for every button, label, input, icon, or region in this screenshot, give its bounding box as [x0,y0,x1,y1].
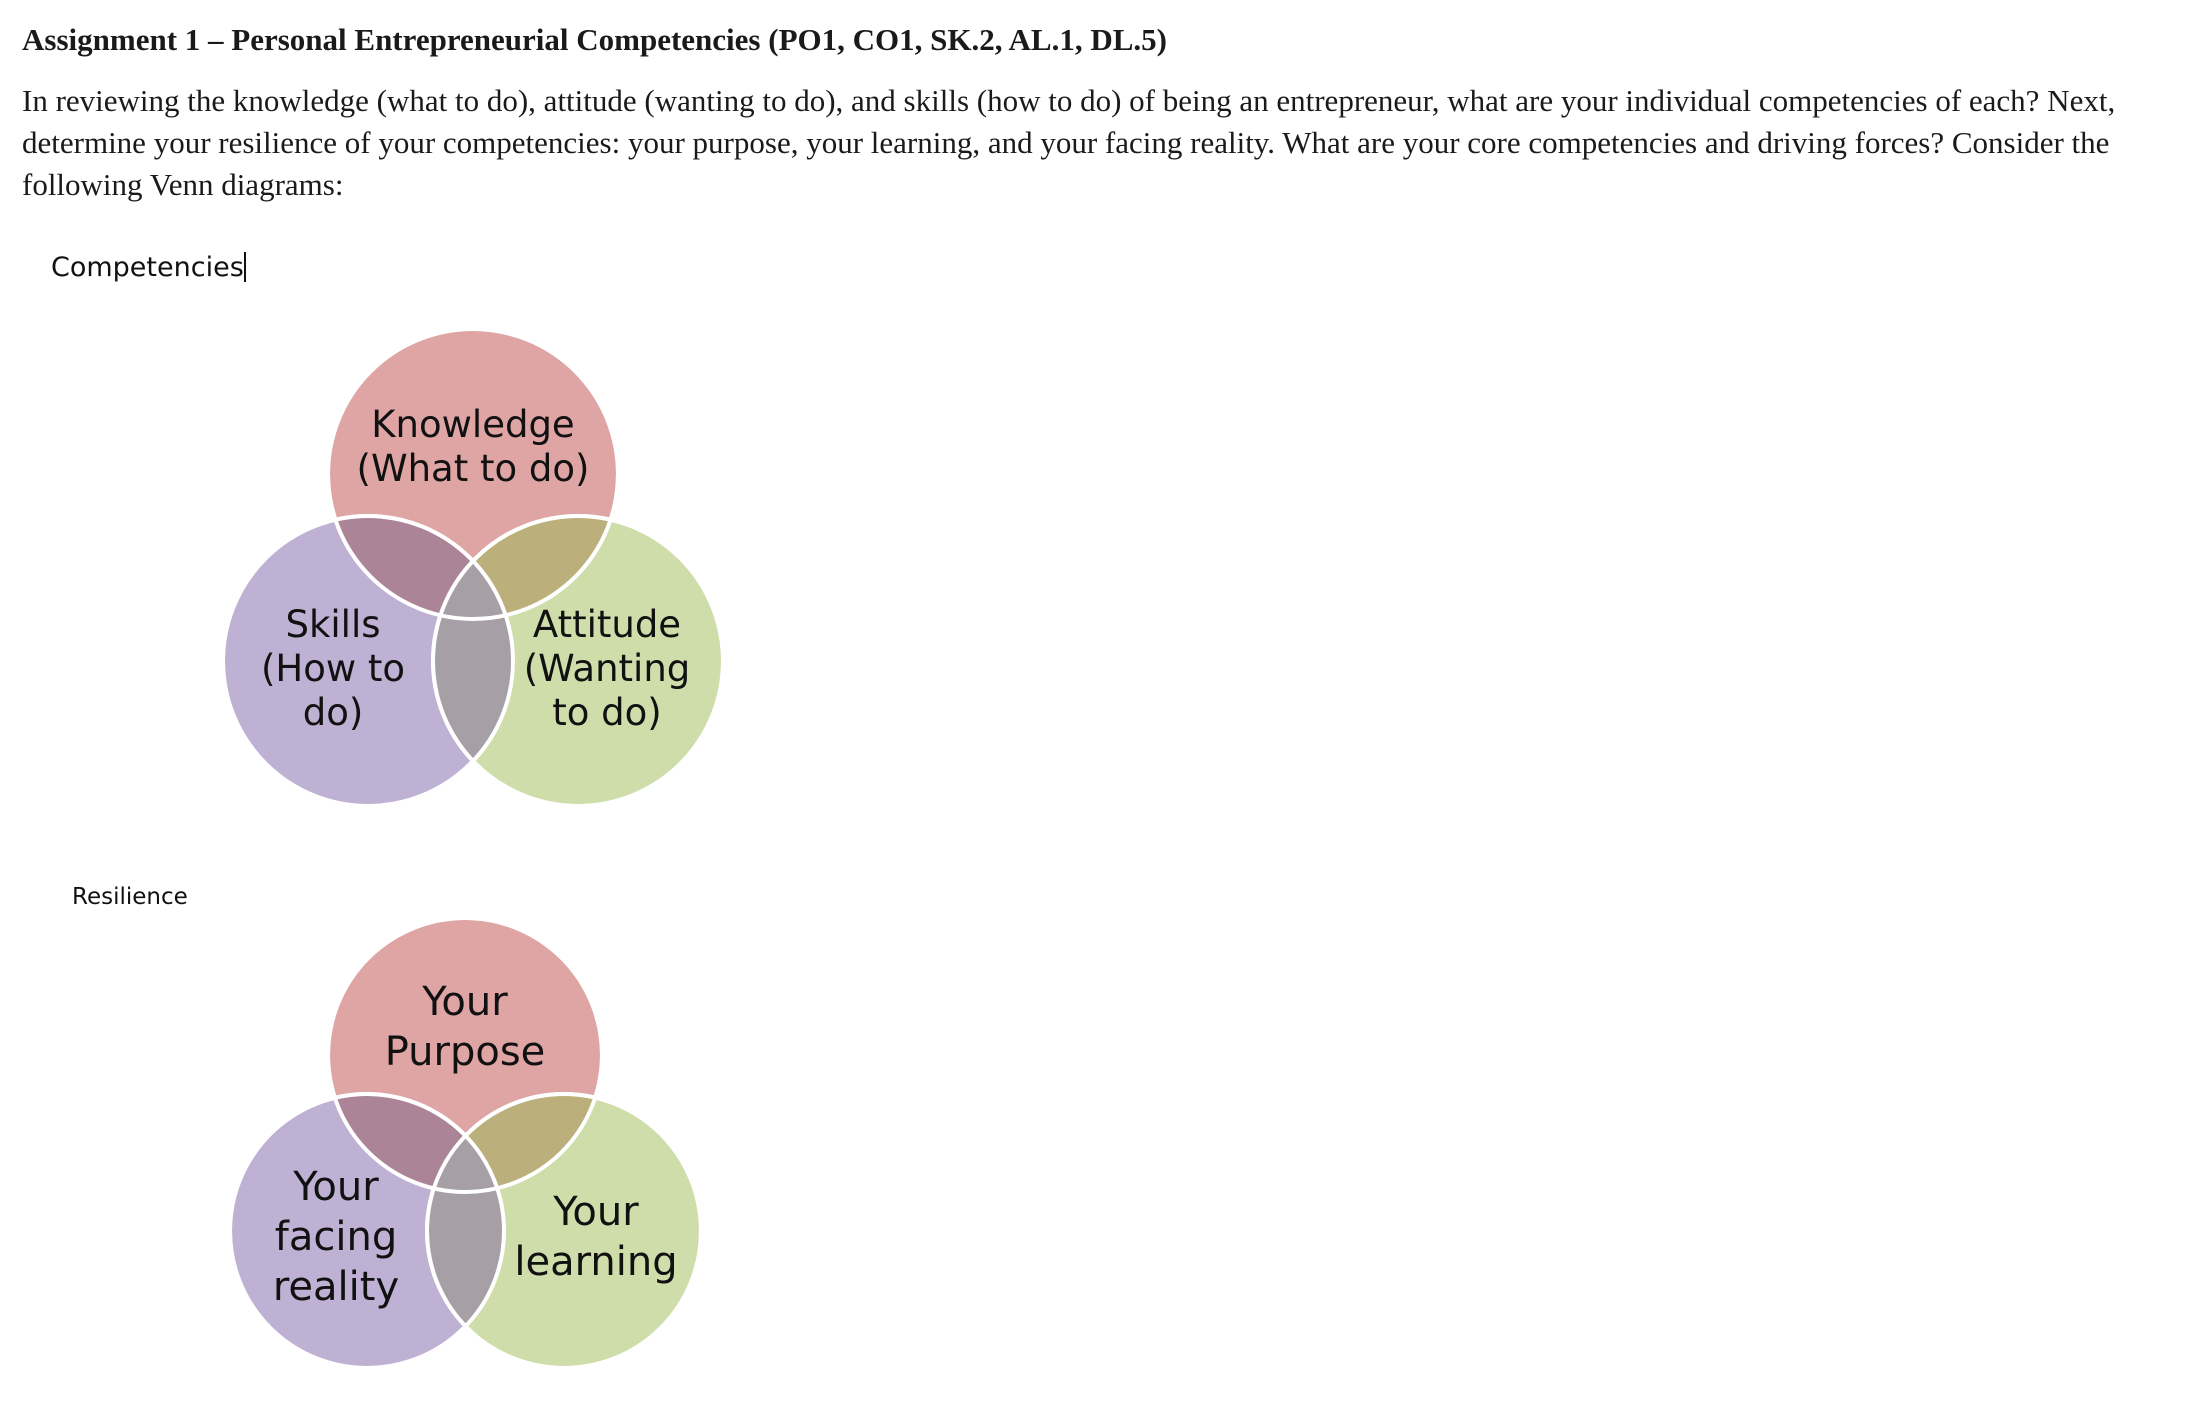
purpose-label: Your [421,979,508,1025]
skills-label: Skills [285,603,380,646]
attitude-label: to do) [552,691,661,734]
text-cursor [243,252,246,282]
skills-label: do) [303,691,364,734]
knowledge-label: (What to do) [357,447,590,490]
facing-reality-label: Your [292,1164,379,1210]
instructions-line: determine your resilience of your compet… [22,125,2110,160]
assignment-title: Assignment 1 – Personal Entrepreneurial … [22,22,1167,57]
knowledge-label: Knowledge [371,403,574,446]
assignment-instructions: In reviewing the knowledge (what to do),… [22,80,2192,206]
attitude-label: Attitude [533,603,681,646]
instructions-line: following Venn diagrams: [22,167,344,202]
instructions-line: In reviewing the knowledge (what to do),… [22,83,2116,118]
attitude-label: (Wanting [524,647,691,690]
overlap-purpose-reality [328,1096,502,1192]
facing-reality-label: facing [275,1214,397,1260]
facing-reality-label: reality [273,1264,399,1310]
overlap-knowledge-attitude [435,518,618,619]
learning-circle-outline [425,1092,703,1370]
purpose-circle-outline [326,916,604,1194]
learning-label: learning [514,1239,677,1285]
overlap-knowledge-skills [328,518,511,619]
overlap-purpose-learning [429,1096,602,1192]
facing-reality-circle-outline [228,1092,506,1370]
resilience-circles [228,916,703,1370]
resilience-heading: Resilience [72,884,188,910]
knowledge-circle-outline [326,327,620,621]
attitude-circle-outline [431,514,725,808]
competencies-circles [221,327,725,808]
competencies-heading[interactable]: Competencies [51,252,246,283]
learning-label: Your [552,1189,639,1235]
competencies-heading-text: Competencies [51,252,244,283]
skills-label: (How to [261,647,405,690]
skills-circle-outline [221,514,515,808]
purpose-label: Purpose [385,1029,546,1075]
